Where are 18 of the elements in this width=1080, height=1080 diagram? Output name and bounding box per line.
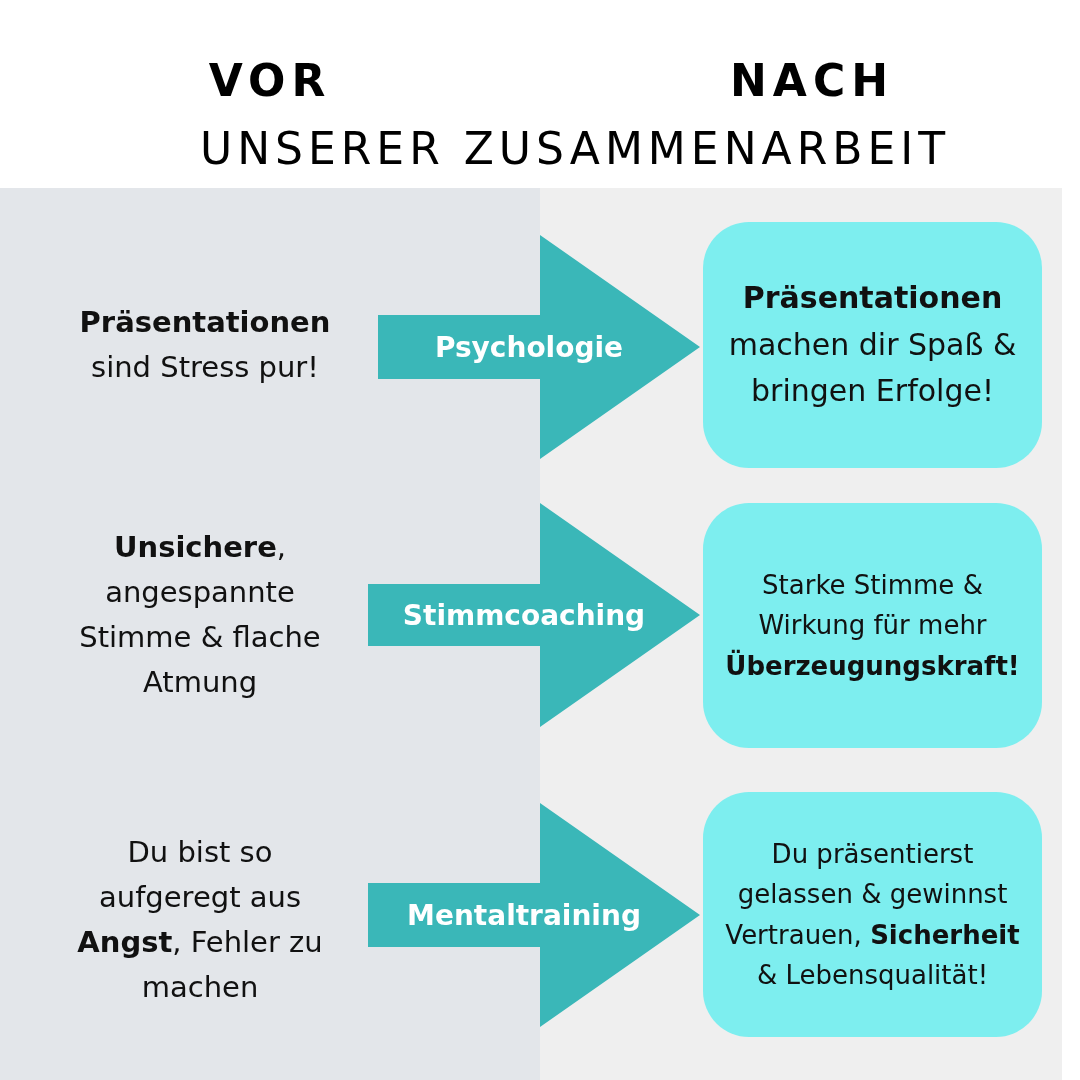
problem-text: Präsentationen sind Stress pur!	[78, 304, 332, 386]
arrow	[368, 503, 700, 727]
edge-label: Stimmcoaching	[402, 598, 646, 632]
edge-label: Psychologie	[434, 330, 624, 364]
result-text: Starke Stimme & Wirkung für mehr Überzeugungskraft!	[724, 569, 1021, 683]
arrow	[378, 235, 700, 459]
result-box	[703, 222, 1042, 468]
result-text: Präsentationen machen dir Spaß & bringen Erfolge!	[727, 279, 1018, 411]
heading: UNSERER ZUSAMMENARBEIT	[199, 122, 951, 174]
edge-label: Mentaltraining	[407, 898, 641, 932]
column-heading: NACH	[730, 54, 894, 106]
problem-text: Unsichere, angespannte Stimme & flache Atmung	[78, 529, 322, 701]
result-text: Du präsentierst gelassen & gewinnst Vertrauen, Sicherheit & Lebensqualität!	[724, 837, 1021, 992]
result-box	[703, 503, 1042, 748]
column-heading: VOR	[208, 54, 332, 106]
arrow	[368, 803, 700, 1027]
problem-text: Du bist so aufgeregt aus Angst, Fehler zu machen	[76, 834, 324, 1006]
result-box	[703, 792, 1042, 1037]
